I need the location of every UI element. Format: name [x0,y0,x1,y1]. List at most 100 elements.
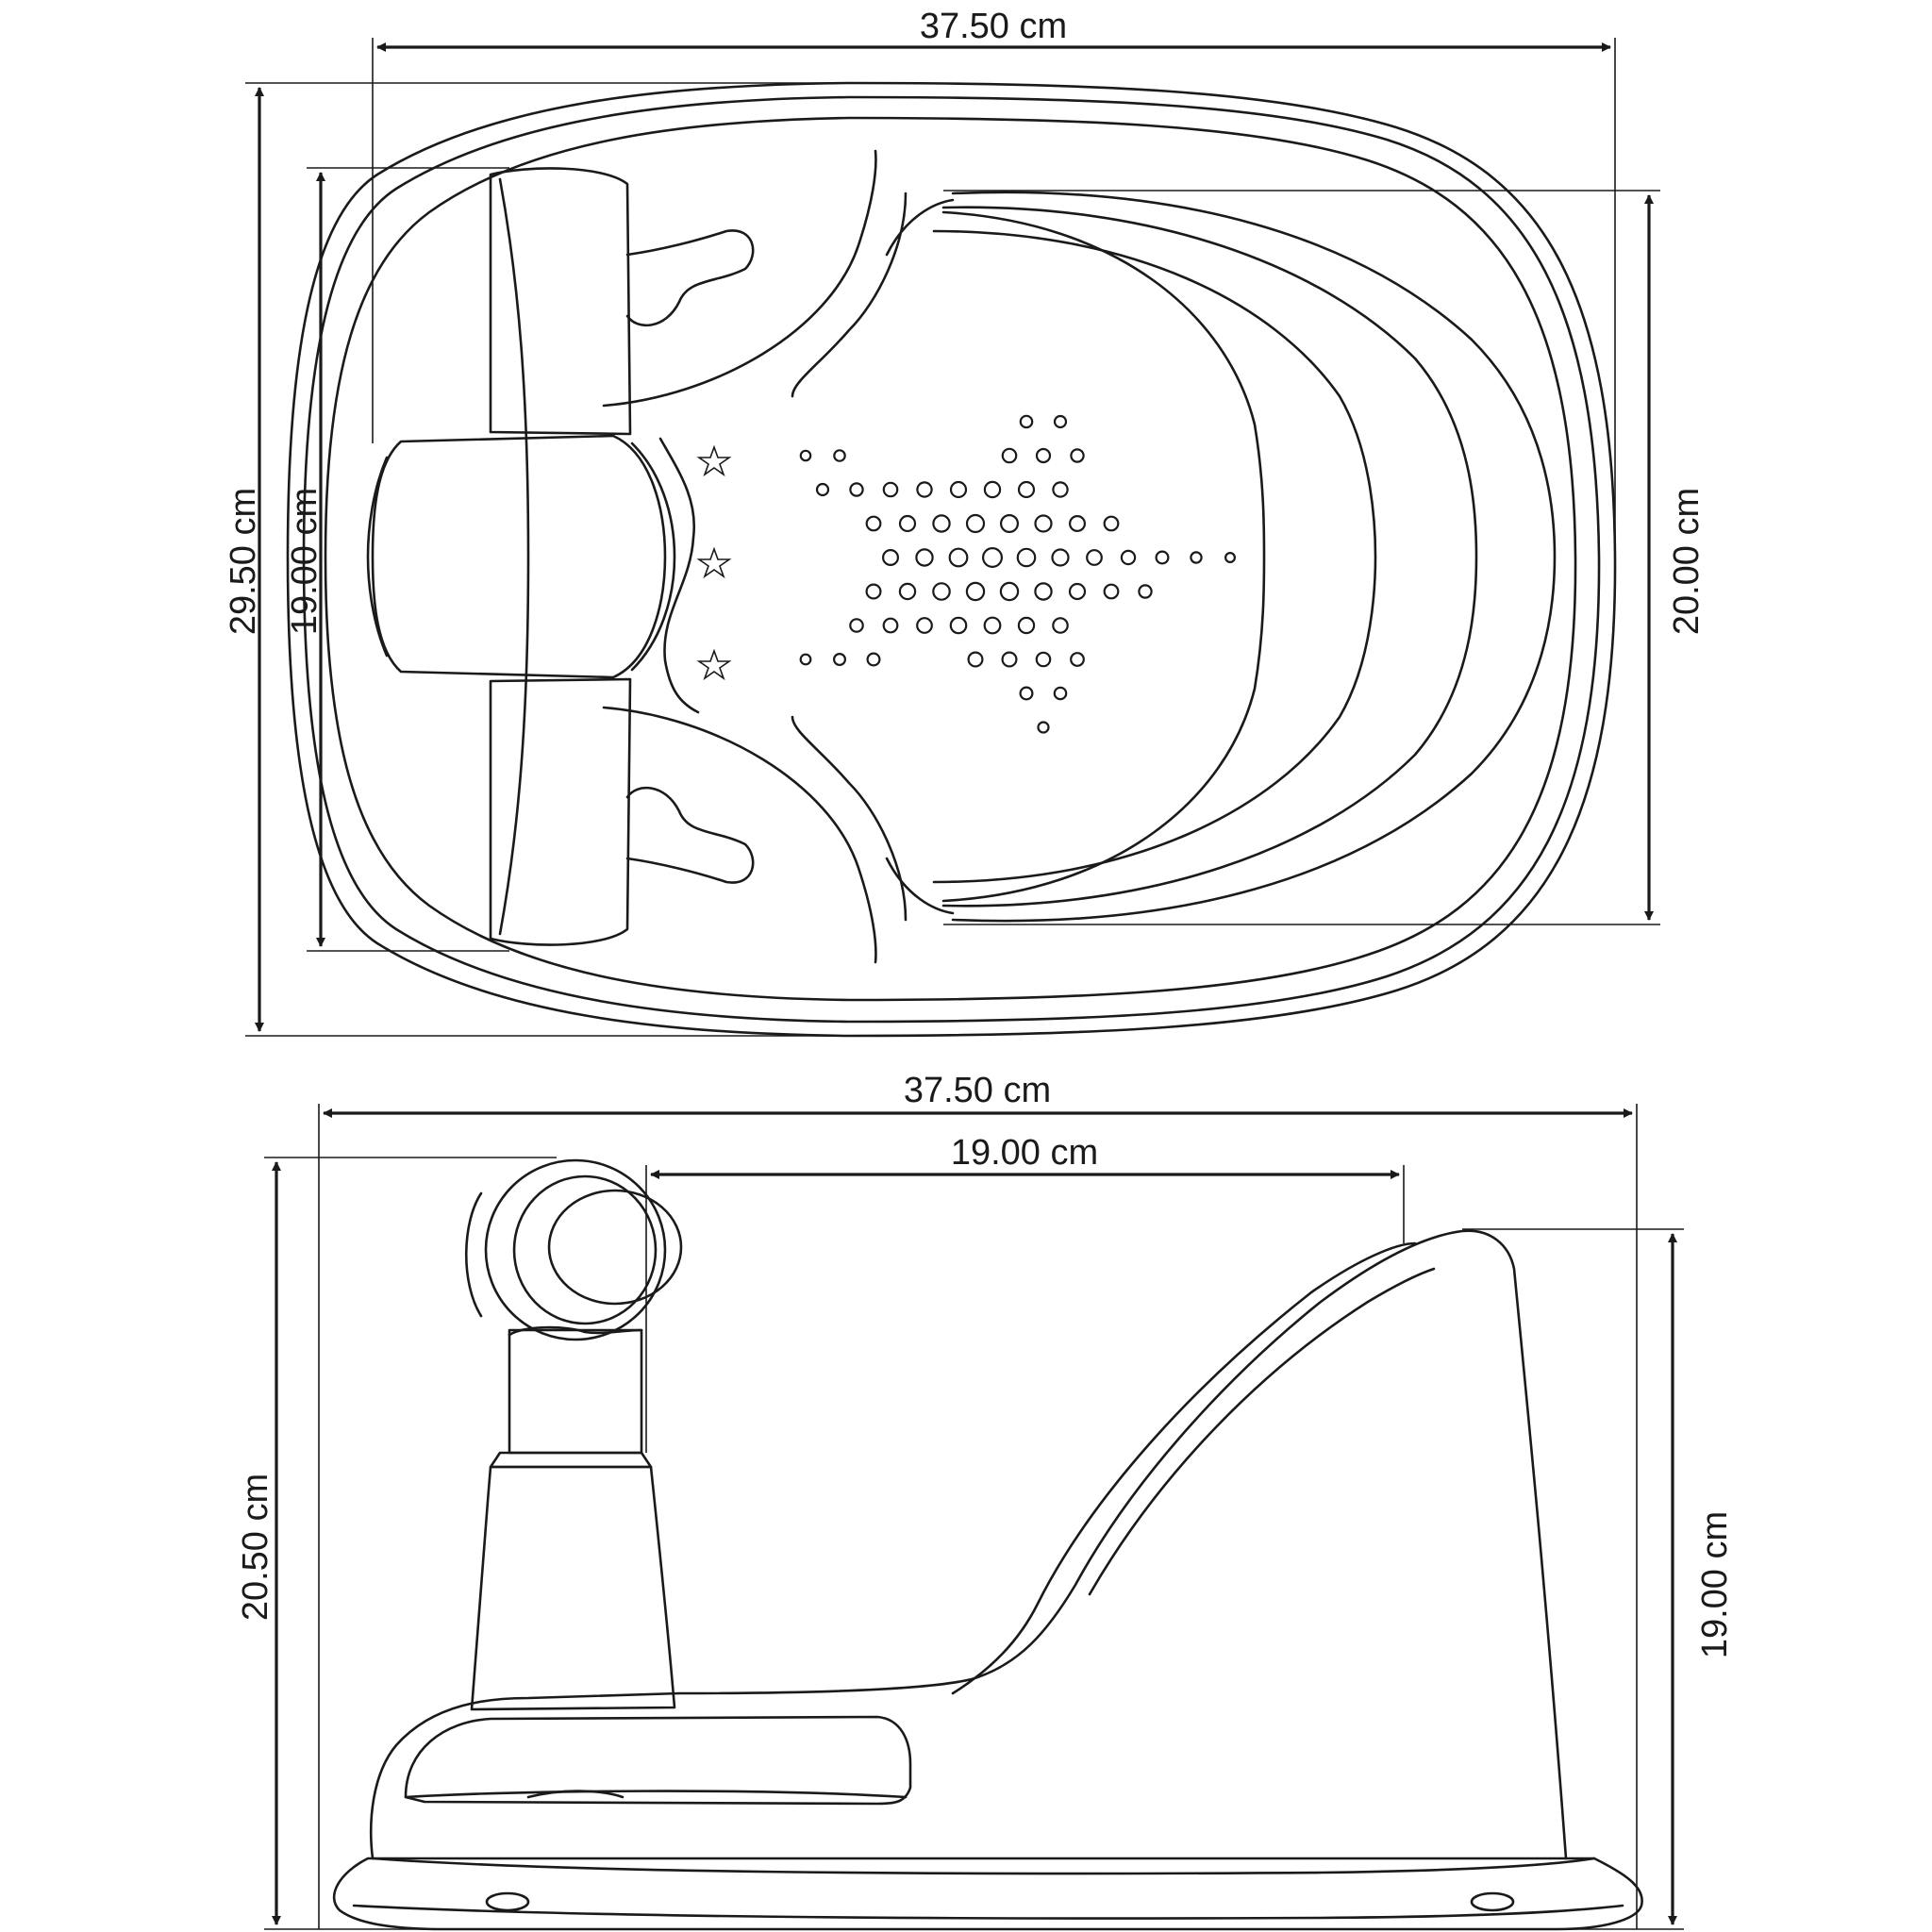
drain-hole [849,618,864,633]
total-height-dimension-label: 20.50 cm [236,1474,275,1621]
drain-hole [1068,582,1087,601]
basin-wall-outer [951,191,1557,923]
drain-hole [882,481,899,498]
star-decoration-1 [696,444,732,477]
drain-hole [916,481,933,498]
drain-hole [1070,448,1085,463]
star-decoration-3 [696,648,732,681]
drain-hole [1070,652,1085,667]
drain-hole [799,449,812,462]
headrest-divider [498,177,530,936]
drain-hole [1053,686,1068,701]
drain-hole [832,652,846,666]
drain-hole [999,513,1019,533]
drain-hole [1034,582,1053,601]
column-lower [470,1465,676,1711]
basin-wall-inner [932,229,1377,884]
drain-hole [983,616,1002,635]
star-decoration-2 [696,546,732,579]
headrest-knob-face [547,1189,683,1306]
drain-hole [1103,515,1120,532]
top-view-dimensions: 37.50 cm 29.50 cm 19.00 cm 20.00 cm [224,7,1707,1037]
headrest-knob-back [464,1191,483,1318]
drain-hole [898,514,917,533]
crotch-shape [658,437,700,714]
drain-hole [881,548,899,566]
headrest-cross-inner [630,441,676,672]
drain-hole [865,583,882,600]
seat-length-dimension-label: 19.00 cm [951,1133,1098,1173]
basin-dimension-label: 20.00 cm [1667,488,1707,635]
column-collar [489,1451,653,1469]
drain-hole [981,546,1003,568]
seat-wing-lower [602,706,877,964]
drain-hole [915,548,934,567]
drain-hole [949,616,968,635]
drain-hole [916,617,933,634]
rim-inner-2 [324,116,1577,1002]
drain-hole [898,582,917,601]
basin-wall-mid [941,206,1478,908]
seat-back-curve [951,1241,1417,1695]
drain-hole [1034,514,1053,533]
drain-hole [1103,583,1120,600]
star-dot-pattern [799,414,1236,734]
drain-hole [1155,550,1170,565]
headrest-cross [371,434,667,679]
drain-hole [949,480,968,499]
drain-hole [1120,549,1137,566]
column-joint [508,1325,643,1337]
base-top-edge [371,1857,1596,1875]
top-view [286,81,1617,1038]
drain-hole [1017,616,1036,635]
headrest-dimension-label: 19.00 cm [285,488,325,635]
drain-hole [815,482,830,497]
drain-hole [1016,547,1037,568]
drain-hole [967,651,984,668]
seat-wing-lower-2 [791,715,908,922]
headrest-bar [489,167,632,436]
drain-hole [865,515,882,532]
headrest-bar-lower [489,677,632,946]
drain-hole [1017,480,1036,499]
side-view-dimensions: 37.50 cm 19.00 cm 20.50 cm 19.00 cm [236,1071,1735,1930]
drain-hole [1035,447,1052,464]
seat-platform-groove [526,1790,625,1799]
drain-hole [866,652,881,667]
drain-hole [1052,481,1069,498]
inner-seat-edge [885,198,955,915]
seat-wing-upper [602,149,877,408]
drain-hole [1224,551,1236,563]
base-lower-edge [352,1904,1624,1920]
drain-hole [833,449,846,462]
seat-wing-upper-2 [791,192,908,398]
drain-hole [1001,651,1018,668]
back-height-dimension-label: 19.00 cm [1695,1511,1735,1658]
column-upper [508,1328,643,1455]
headrest-end-cap [366,456,389,658]
length-dimension-label: 37.50 cm [904,1071,1051,1110]
drain-hole [932,582,951,601]
headrest-knob-outer [484,1158,667,1341]
drain-hole [1035,651,1052,668]
handle-slot-upper [625,229,755,327]
drain-hole [965,581,986,602]
handle-slot-lower [625,786,755,884]
base-screw-hole-left [485,1891,530,1912]
drain-hole [1052,617,1069,634]
base-screw-hole-right [1470,1891,1515,1912]
drain-hole [999,581,1020,602]
drain-hole [1068,514,1086,532]
drain-hole [882,617,899,634]
headrest-knob-inner [512,1174,658,1325]
drain-hole [932,514,951,533]
drain-hole [1037,721,1050,734]
drain-hole [1086,549,1103,566]
drain-hole [1019,414,1034,429]
seat-platform [404,1715,912,1806]
drain-hole [1190,551,1203,564]
drain-hole [799,653,812,666]
basin-floor [941,210,1266,903]
outer-rim [286,81,1617,1038]
